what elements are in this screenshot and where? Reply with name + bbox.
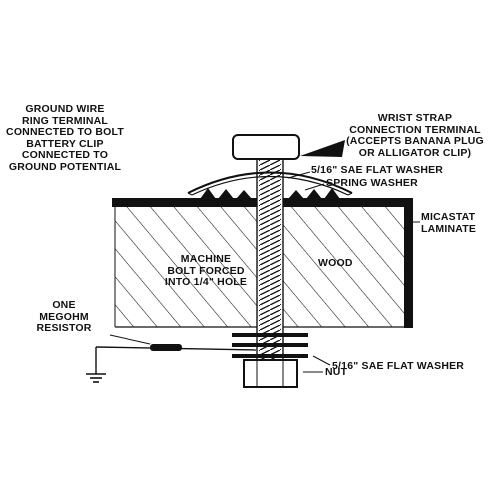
spring-washer-label: SPRING WASHER [326, 177, 418, 189]
bottom-washers [232, 333, 308, 358]
ground-symbol-icon [86, 373, 106, 383]
ground-wire [95, 346, 257, 374]
flat-washer-top-label: 5/16" SAE FLAT WASHER [311, 164, 444, 176]
wrist-strap-label: WRIST STRAP CONNECTION TERMINAL (ACCEPTS… [346, 112, 484, 159]
flat-washer-top [187, 171, 353, 196]
micastat-label: MICASTAT LAMINATE [421, 211, 477, 235]
ground-wire-label: GROUND WIRE RING TERMINAL CONNECTED TO B… [6, 103, 124, 173]
nut-label: NUT [325, 366, 348, 378]
spring-washer [200, 188, 340, 199]
nut [243, 359, 298, 388]
resistor-label: ONE MEGOHM RESISTOR [36, 299, 92, 334]
flat-washer-bottom-label: 5/16" SAE FLAT WASHER [332, 360, 465, 372]
wrist-strap-terminal [232, 134, 300, 160]
megohm-resistor [150, 344, 182, 351]
wrist-strap-pointer [300, 140, 345, 157]
machine-bolt-label: MACHINE BOLT FORCED INTO 1/4" HOLE [164, 253, 248, 288]
wood-label: WOOD [318, 257, 353, 269]
